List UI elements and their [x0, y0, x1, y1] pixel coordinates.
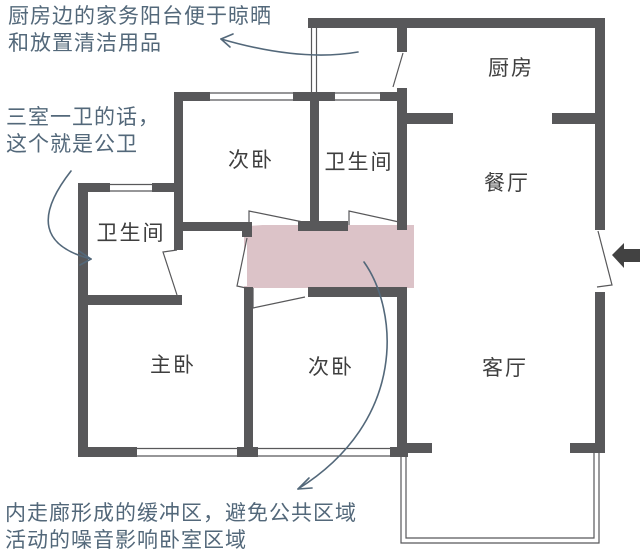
balcony-note-line2: 和放置清洁用品 — [8, 32, 162, 55]
balcony-note-line1: 厨房边的家务阳台便于晾晒 — [8, 5, 272, 28]
bath-note-line1: 三室一卫的话， — [6, 106, 160, 129]
door-kitchen-balcony — [392, 52, 404, 88]
corridor-note: 内走廊形成的缓冲区，避免公共区域 活动的噪音影响卧室区域 — [5, 500, 357, 554]
entrance-arrow-icon — [612, 243, 640, 268]
room-label-master: 主卧 — [150, 354, 196, 377]
windows — [110, 28, 390, 457]
bath-note-arrow — [47, 170, 92, 260]
door-corridor-left — [236, 237, 248, 289]
balcony-note-arrow — [220, 38, 359, 56]
door-bedroom-top — [248, 210, 304, 226]
door-bath-top — [348, 210, 400, 225]
room-label-bath-left: 卫生间 — [96, 222, 166, 245]
door-bath-left — [162, 249, 178, 296]
corridor-note-arrow — [297, 261, 388, 490]
annotation-arrows — [47, 33, 388, 490]
balcony-outline — [400, 453, 600, 544]
utility-balcony-wall — [310, 28, 318, 92]
door-entrance — [596, 230, 613, 288]
balcony-note: 厨房边的家务阳台便于晾晒 和放置清洁用品 — [8, 3, 272, 57]
room-label-bedroom-bottom: 次卧 — [308, 356, 354, 379]
room-label-kitchen: 厨房 — [488, 57, 534, 80]
bath-note-line2: 这个就是公卫 — [6, 133, 138, 156]
walls — [78, 18, 605, 457]
room-label-bedroom-top: 次卧 — [228, 149, 274, 172]
corridor-highlight — [244, 225, 414, 288]
room-label-dining: 餐厅 — [484, 172, 530, 195]
room-label-bath-top: 卫生间 — [324, 151, 394, 174]
corridor-note-line2: 活动的噪音影响卧室区域 — [5, 529, 247, 552]
room-label-living: 客厅 — [482, 357, 528, 380]
bath-note: 三室一卫的话， 这个就是公卫 — [6, 104, 160, 158]
door-bedroom-bottom — [252, 288, 306, 309]
door-swings — [162, 52, 613, 309]
corridor-note-line1: 内走廊形成的缓冲区，避免公共区域 — [5, 502, 357, 525]
